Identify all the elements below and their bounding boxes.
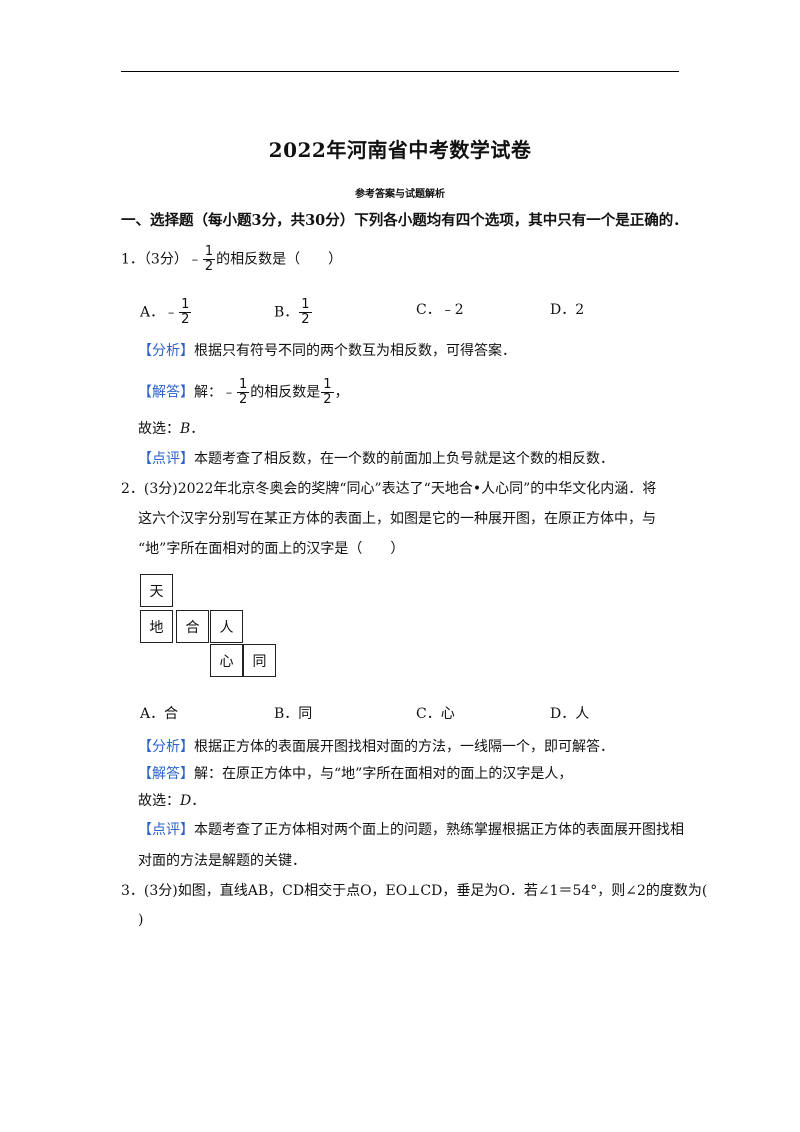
q1-option-b-num: 1: [299, 297, 312, 313]
q2-choose-end: ．: [191, 793, 206, 809]
q1-answer-frac2-den: 2: [323, 392, 332, 407]
q1-analysis: 【分析】根据只有符号不同的两个数互为相反数，可得答案．: [138, 339, 516, 363]
q1-option-a-num: 1: [179, 297, 192, 313]
q1-option-d: D．2: [550, 302, 585, 318]
net-cell-di: 地: [140, 610, 173, 643]
q1-suffix: 的相反数是（ ）: [216, 251, 343, 268]
q2-option-d: D．人: [550, 706, 590, 722]
q1-option-c: C．﹣2: [416, 302, 464, 318]
q2-answer: 【解答】解：在原正方体中，与“地”字所在面相对的面上的汉字是人，: [138, 762, 572, 786]
q1-analysis-tag: 【分析】: [138, 343, 194, 359]
q1-answer-frac2-num: 1: [321, 377, 334, 393]
q1-option-a-den: 2: [181, 312, 190, 327]
q1-prefix: 1．（3分）﹣: [121, 251, 202, 268]
q1-comment-tag: 【点评】: [138, 451, 194, 467]
q1-choose: 故选：B．: [138, 417, 204, 441]
q2-analysis-tag: 【分析】: [138, 739, 194, 755]
q2-choose-label: 故选：: [138, 793, 180, 809]
net-cell-he: 合: [176, 610, 209, 643]
q2-choose: 故选：D．: [138, 789, 205, 813]
header-rule: [121, 71, 679, 72]
q1-comment-text: 本题考查了相反数，在一个数的前面加上负号就是这个数的相反数．: [194, 451, 614, 467]
question-3-line-1: 3．(3分)如图，直线AB，CD相交于点O，EO⊥CD，垂足为O．若∠1＝54°…: [121, 883, 708, 899]
page-subtitle: 参考答案与试题解析: [355, 189, 445, 200]
q2-comment-text-1: 本题考查了正方体相对两个面上的问题，熟练掌握根据正方体的表面展开图找相: [194, 822, 684, 838]
q1-answer-c: ，: [334, 384, 349, 401]
q1-answer-a: 解：﹣: [194, 384, 236, 401]
q1-answer-frac-den: 2: [239, 392, 248, 407]
q1-answer-tag: 【解答】: [138, 384, 194, 401]
q1-answer-frac-num: 1: [237, 377, 250, 393]
q1-choose-label: 故选：: [138, 421, 180, 437]
q1-option-b-den: 2: [301, 312, 310, 327]
page-title: 2022年河南省中考数学试卷: [268, 138, 532, 162]
question-2-line-2: 这六个汉字分别写在某正方体的表面上，如图是它的一种展开图，在原正方体中，与: [138, 511, 656, 527]
q2-comment-line-2: 对面的方法是解题的关键．: [138, 853, 306, 869]
net-cell-ren: 人: [210, 610, 243, 643]
q2-option-a: A．合: [140, 706, 179, 722]
question-2-line-1: 2．(3分)2022年北京冬奥会的奖牌“同心”表达了“天地合•人心同”的中华文化…: [121, 481, 657, 497]
q1-answer-b: 的相反数是: [250, 384, 321, 401]
q2-answer-text: 解：在原正方体中，与“地”字所在面相对的面上的汉字是人，: [194, 766, 573, 782]
question-2-line-3: “地”字所在面相对的面上的汉字是（ ）: [138, 541, 405, 557]
q2-answer-tag: 【解答】: [138, 766, 194, 782]
net-cell-tian: 天: [140, 574, 173, 607]
q2-option-c: C．心: [416, 706, 455, 722]
q1-frac-num: 1: [202, 244, 216, 260]
question-3-line-2: ): [138, 912, 144, 928]
q1-analysis-text: 根据只有符号不同的两个数互为相反数，可得答案．: [194, 343, 516, 359]
q2-comment-line-1: 【点评】本题考查了正方体相对两个面上的问题，熟练掌握根据正方体的表面展开图找相: [138, 818, 684, 842]
q1-frac-den: 2: [204, 259, 214, 274]
q1-choose-end: ．: [190, 421, 205, 437]
q2-comment-tag: 【点评】: [138, 822, 194, 838]
q2-analysis: 【分析】根据正方体的表面展开图找相对面的方法，一线隔一个，即可解答．: [138, 735, 614, 759]
q2-analysis-text: 根据正方体的表面展开图找相对面的方法，一线隔一个，即可解答．: [194, 739, 614, 755]
q1-comment: 【点评】本题考查了相反数，在一个数的前面加上负号就是这个数的相反数．: [138, 447, 614, 471]
q2-option-b: B．同: [274, 706, 313, 722]
q1-choose-letter: B: [180, 421, 191, 437]
q2-choose-letter: D: [180, 793, 192, 809]
q1-option-b-label: B．: [274, 304, 299, 321]
net-cell-tong: 同: [243, 644, 276, 677]
section-heading: 一、选择题（每小题3分，共30分）下列各小题均有四个选项，其中只有一个是正确的．: [121, 212, 688, 229]
q1-option-a-label: A．﹣: [140, 304, 179, 321]
net-cell-xin: 心: [210, 644, 243, 677]
